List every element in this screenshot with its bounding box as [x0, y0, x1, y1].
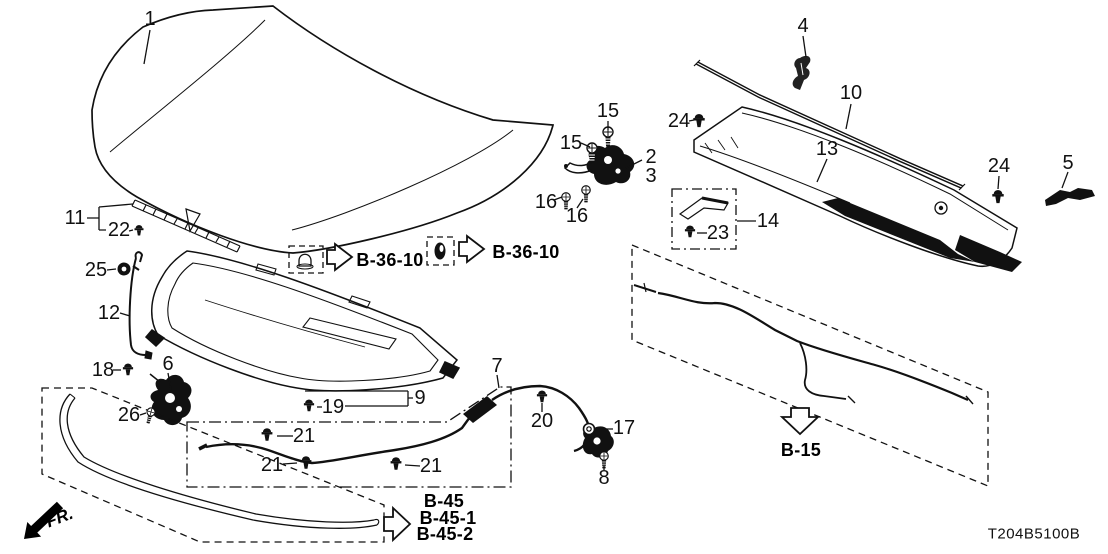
ref-label-B-15: B-15: [780, 440, 822, 460]
callout-14: 14: [756, 210, 780, 232]
callout-1: 1: [144, 8, 156, 30]
callout-10: 10: [839, 82, 863, 104]
ref-label-B-45-1: B-45-1: [419, 508, 477, 528]
callout-6: 6: [162, 353, 174, 375]
callout-5: 5: [1062, 152, 1074, 174]
block-arrow-right: [458, 234, 486, 264]
support-rod: [128, 251, 153, 360]
callout-7: 7: [491, 355, 503, 377]
cowl-end-piece: [955, 235, 1022, 272]
callout-4: 4: [797, 15, 809, 37]
callout-20: 20: [530, 410, 554, 432]
ref-label-B-36-10: B-36-10: [356, 250, 424, 270]
callout-19: 19: [321, 396, 345, 418]
callout-12: 12: [97, 302, 121, 324]
callout-24: 24: [667, 110, 691, 132]
hood-seal-strip: [131, 199, 241, 253]
cowl-weatherstrip-rod: [693, 59, 966, 191]
callout-21: 21: [292, 425, 316, 447]
front-molding-region: [41, 387, 385, 543]
cowl-top-panel: [693, 106, 1022, 272]
callout-17: 17: [612, 417, 636, 439]
b36-10-callout-2: [426, 234, 486, 266]
part14-box: [671, 188, 737, 250]
callout-26: 26: [117, 404, 141, 426]
hood-lock-assembly: [149, 373, 192, 426]
callout-22: 22: [107, 219, 131, 241]
ref-label-B-36-10: B-36-10: [492, 242, 560, 262]
callout-18: 18: [91, 359, 115, 381]
leader-lines: [87, 29, 1069, 470]
fr-direction-arrow: [24, 501, 64, 539]
b36-10-callout-1: [288, 242, 354, 274]
callout-3: 3: [645, 165, 657, 187]
washer-triangle-mark: [185, 208, 201, 233]
callout-16: 16: [565, 205, 589, 227]
callout-23: 23: [706, 222, 730, 244]
block-arrow-right: [383, 505, 412, 543]
callout-15: 15: [596, 100, 620, 122]
callout-25: 25: [84, 259, 108, 281]
callout-13: 13: [815, 138, 839, 160]
callout-8: 8: [598, 467, 610, 489]
callout-2: 2: [645, 146, 657, 168]
hood-panel: [91, 5, 555, 254]
callout-21: 21: [260, 454, 284, 476]
block-arrow-right: [326, 242, 354, 272]
hood-bumper: [298, 253, 312, 267]
hood-latch-assembly: [563, 145, 635, 185]
release-cable: [205, 416, 471, 465]
washer-tube-branch: [799, 342, 847, 400]
washer-tube: [657, 291, 969, 402]
diagram-code: T204B5100B: [987, 525, 1081, 543]
ref-label-B-45-2: B-45-2: [416, 524, 474, 544]
hood-insulator: [144, 250, 461, 392]
callout-11: 11: [64, 207, 86, 229]
ref-label-B-45: B-45: [423, 491, 465, 511]
block-arrow-down: [779, 407, 821, 436]
cowl-side-seal: [1045, 188, 1095, 206]
cowl-bracket: [792, 55, 811, 90]
callout-15: 15: [559, 132, 583, 154]
front-molding: [59, 393, 378, 529]
callout-16: 16: [534, 191, 558, 213]
callout-9: 9: [414, 387, 426, 409]
washer-tube-region: [631, 244, 989, 487]
callout-24: 24: [987, 155, 1011, 177]
callout-21: 21: [419, 455, 443, 477]
